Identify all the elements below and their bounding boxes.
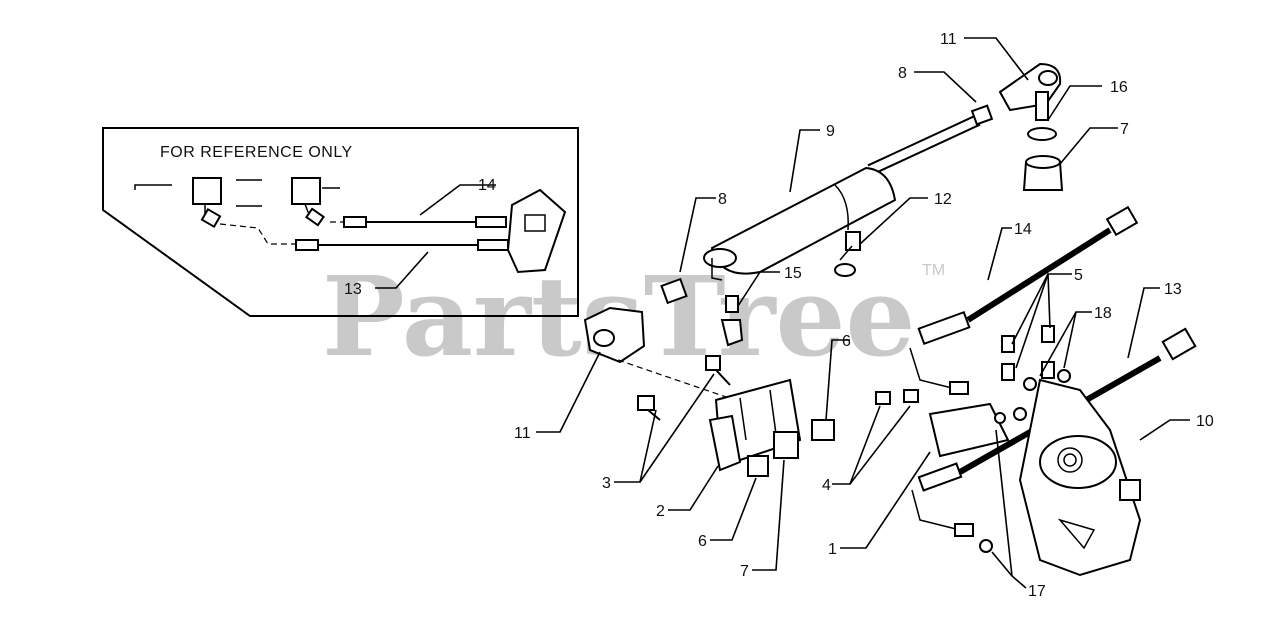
reference-box: FOR REFERENCE ONLY 14 13 <box>102 127 579 317</box>
rod-end-left <box>583 277 736 401</box>
callout-14: 14 <box>1014 221 1032 238</box>
callout-7-bottom: 7 <box>740 563 749 580</box>
callout-12: 12 <box>934 191 952 208</box>
callout-6-right: 6 <box>842 333 851 350</box>
reference-title: FOR REFERENCE ONLY <box>160 144 353 161</box>
callout-3: 3 <box>602 475 611 492</box>
callout-8-top: 8 <box>898 65 907 82</box>
mounting-bracket <box>637 355 835 477</box>
callout-7-top: 7 <box>1120 121 1129 138</box>
hose-14 <box>909 205 1139 395</box>
hydraulic-cylinder <box>703 114 981 347</box>
callout-11-left: 11 <box>514 425 531 442</box>
reference-callout-13: 13 <box>344 281 362 298</box>
callout-16: 16 <box>1110 79 1128 96</box>
watermark-trademark: TM <box>922 262 945 279</box>
callout-5: 5 <box>1074 267 1083 284</box>
callout-6-bottom: 6 <box>698 533 707 550</box>
callout-9: 9 <box>826 123 835 140</box>
callout-4: 4 <box>822 477 831 494</box>
callout-15: 15 <box>784 265 802 282</box>
callout-10: 10 <box>1196 413 1214 430</box>
rod-end-top <box>970 62 1064 191</box>
steering-unit <box>1018 378 1142 577</box>
callout-1: 1 <box>828 541 837 558</box>
callout-8-left: 8 <box>718 191 727 208</box>
reference-callout-14: 14 <box>478 177 496 194</box>
callout-17: 17 <box>1028 583 1046 600</box>
valve-block <box>875 325 1071 553</box>
callout-18: 18 <box>1094 305 1112 322</box>
callout-2: 2 <box>656 503 665 520</box>
callout-13: 13 <box>1164 281 1182 298</box>
callout-11-top: 11 <box>940 31 957 48</box>
